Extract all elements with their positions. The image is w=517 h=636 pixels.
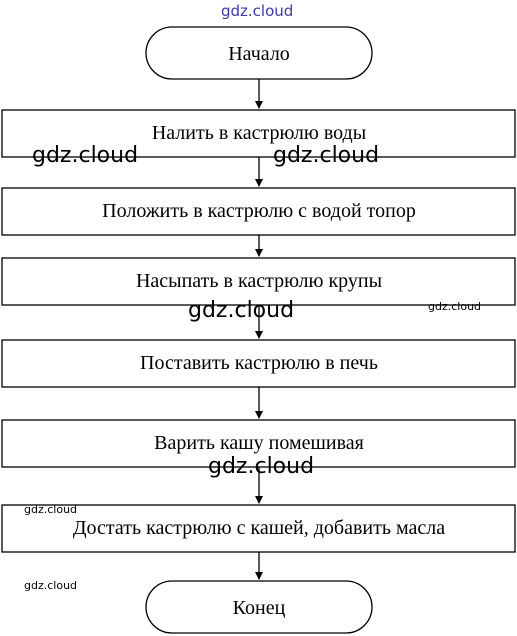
process-label-1: Налить в кастрюлю воды [152, 122, 366, 144]
watermark-2: gdz.cloud [273, 143, 380, 168]
end-terminator [145, 580, 373, 634]
watermark-6: gdz.cloud [24, 503, 78, 516]
process-label-3: Насыпать в кастрюлю крупы [136, 270, 382, 292]
watermark-7: gdz.cloud [24, 579, 78, 592]
end-label: Конец [233, 597, 286, 619]
process-box-3 [1, 257, 516, 306]
watermark-5: gdz.cloud [208, 454, 315, 479]
process-label-6: Достать кастрюлю с кашей, добавить масла [73, 517, 445, 539]
process-box-4 [1, 339, 516, 388]
process-label-5: Варить кашу помешивая [154, 432, 364, 454]
start-label: Начало [228, 43, 290, 65]
watermark-3: gdz.cloud [428, 300, 482, 313]
watermark-1: gdz.cloud [32, 143, 139, 168]
process-label-2: Положить в кастрюлю с водой топор [102, 200, 416, 222]
process-label-4: Поставить кастрюлю в печь [140, 352, 378, 374]
watermark-4: gdz.cloud [188, 298, 295, 323]
process-box-6 [1, 504, 516, 553]
watermark-top: gdz.cloud [221, 2, 294, 20]
process-box-2 [1, 187, 516, 236]
process-box-1 [1, 109, 516, 158]
process-box-5 [1, 419, 516, 468]
